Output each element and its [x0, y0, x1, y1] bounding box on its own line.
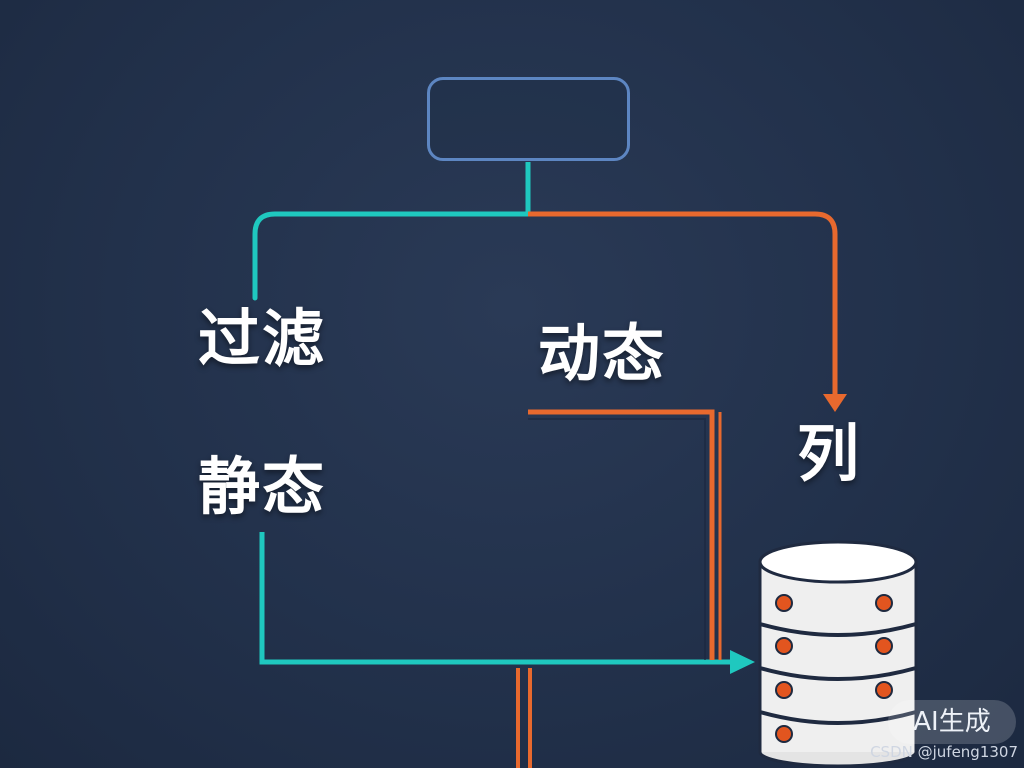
arrow-head-icon	[823, 394, 847, 412]
top-node-box	[427, 77, 630, 161]
db-indicator-dot	[875, 594, 893, 612]
label-column: 列	[797, 417, 862, 490]
ai-generated-badge: AI生成	[888, 700, 1016, 744]
orange-branch-right	[528, 211, 838, 398]
label-static: 静态	[198, 450, 327, 523]
arrow-head-icon	[730, 650, 755, 674]
db-indicator-dot	[775, 637, 793, 655]
teal-branch-left	[252, 211, 531, 301]
db-indicator-dot	[875, 637, 893, 655]
db-indicator-dot	[775, 681, 793, 699]
label-dynamic: 动态	[538, 317, 667, 390]
teal-static-path	[259, 532, 736, 665]
db-indicator-dot	[775, 594, 793, 612]
orange-dynamic-path-outer	[528, 409, 715, 660]
csdn-credit: CSDN @jufeng1307	[870, 743, 1018, 761]
orange-dynamic-path-inner	[528, 418, 706, 660]
db-indicator-dot	[875, 681, 893, 699]
label-filter: 过滤	[198, 302, 327, 375]
database-server-icon	[758, 540, 918, 768]
db-indicator-dot	[775, 725, 793, 743]
